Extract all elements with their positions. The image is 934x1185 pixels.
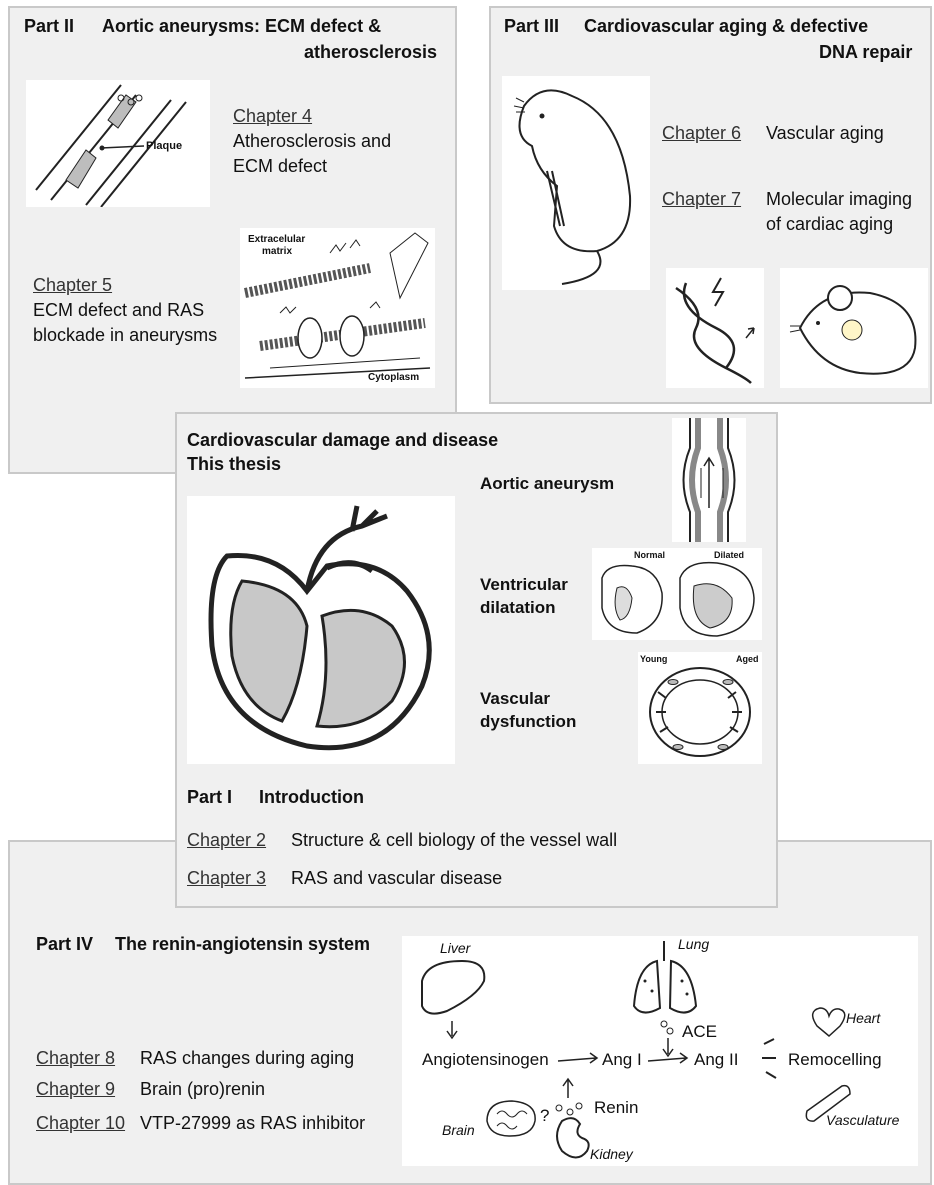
chapter10-link[interactable]: Chapter 10	[36, 1111, 125, 1135]
normal-dilated-hearts-drawing	[592, 548, 762, 640]
center-title-line2: This thesis	[187, 452, 281, 476]
ras-ang1-label: Ang I	[602, 1050, 642, 1070]
plaque-illustration: Plaque	[26, 80, 210, 207]
aged-mouse-drawing	[502, 76, 650, 290]
part1-heading-title: Introduction	[259, 785, 364, 809]
chapter7-title-line1: Molecular imaging	[766, 187, 912, 211]
chapter5-title-line1: ECM defect and RAS	[33, 298, 204, 322]
chapter7-title-line2: of cardiac aging	[766, 212, 893, 236]
part1-heading-part: Part I	[187, 785, 232, 809]
chapter8-title: RAS changes during aging	[140, 1046, 354, 1070]
normal-label: Normal	[634, 550, 665, 560]
ras-ace-label: ACE	[682, 1022, 717, 1042]
ecm-illustration: Extracelular matrix Cytoplasm	[240, 228, 435, 388]
chapter6-link[interactable]: Chapter 6	[662, 121, 741, 145]
part3-heading-part: Part III	[504, 14, 559, 38]
mouse-lightbulb-drawing	[780, 268, 928, 388]
chapter4-link[interactable]: Chapter 4	[233, 104, 312, 128]
vascular-label-line2: dysfunction	[480, 710, 576, 733]
ras-renin-label: Renin	[594, 1098, 638, 1118]
ecm-label-2: matrix	[262, 246, 292, 257]
heart-drawing	[187, 496, 455, 764]
aneurysm-drawing	[672, 418, 746, 542]
chapter3-link[interactable]: Chapter 3	[187, 866, 266, 890]
part2-heading-title-cont: atherosclerosis	[304, 40, 437, 64]
ventricular-illustration: Normal Dilated	[592, 548, 762, 640]
dna-illustration	[666, 268, 764, 388]
part2-heading-title: Aortic aneurysms: ECM defect &	[102, 14, 381, 38]
chapter9-link[interactable]: Chapter 9	[36, 1077, 115, 1101]
plaque-label: Plaque	[146, 140, 182, 152]
aneurysm-illustration	[672, 418, 746, 542]
ras-remodelling-label: Remocelling	[788, 1050, 882, 1070]
chapter7-link[interactable]: Chapter 7	[662, 187, 741, 211]
cytoplasm-label: Cytoplasm	[368, 372, 419, 383]
ventricular-label-line2: dilatation	[480, 596, 556, 619]
vascular-label-line1: Vascular	[480, 687, 550, 710]
ras-kidney-label: Kidney	[590, 1146, 633, 1162]
chapter2-title: Structure & cell biology of the vessel w…	[291, 828, 617, 852]
aortic-aneurysm-label: Aortic aneurysm	[480, 472, 614, 495]
mouse-illustration	[502, 76, 650, 290]
ras-ang2-label: Ang II	[694, 1050, 738, 1070]
ventricular-label-line1: Ventricular	[480, 573, 568, 596]
dilated-label: Dilated	[714, 550, 744, 560]
young-label: Young	[640, 654, 667, 664]
chapter5-title-line2: blockade in aneurysms	[33, 323, 217, 347]
ecm-label-1: Extracelular	[248, 234, 305, 245]
ras-vasculature-label: Vasculature	[826, 1112, 899, 1128]
ras-brain-label: Brain	[442, 1122, 475, 1138]
part3-heading-title: Cardiovascular aging & defective	[584, 14, 868, 38]
part4-heading-title: The renin-angiotensin system	[115, 932, 370, 956]
part3-heading-title-cont: DNA repair	[819, 40, 912, 64]
chapter10-title: VTP-27999 as RAS inhibitor	[140, 1111, 365, 1135]
part4-heading-part: Part IV	[36, 932, 93, 956]
ras-heart-label: Heart	[846, 1010, 880, 1026]
dna-helix-drawing	[666, 268, 764, 388]
chapter4-title-line1: Atherosclerosis and	[233, 129, 391, 153]
ras-lung-label: Lung	[678, 936, 709, 952]
center-title-line1: Cardiovascular damage and disease	[187, 428, 498, 452]
vascular-illustration: Young Aged	[638, 652, 762, 764]
ras-liver-label: Liver	[440, 940, 470, 956]
young-aged-vessel-drawing	[638, 652, 762, 764]
chapter9-title: Brain (pro)renin	[140, 1077, 265, 1101]
heart-illustration	[187, 496, 455, 764]
chapter5-link[interactable]: Chapter 5	[33, 273, 112, 297]
mouse-bulb-illustration	[780, 268, 928, 388]
ras-angiotensinogen-label: Angiotensinogen	[422, 1050, 549, 1070]
chapter4-title-line2: ECM defect	[233, 154, 327, 178]
part2-heading-part: Part II	[24, 14, 74, 38]
chapter3-title: RAS and vascular disease	[291, 866, 502, 890]
chapter6-title: Vascular aging	[766, 121, 884, 145]
chapter8-link[interactable]: Chapter 8	[36, 1046, 115, 1070]
artery-plaque-drawing	[26, 80, 210, 207]
aged-label: Aged	[736, 654, 759, 664]
ras-pathway-diagram: Liver Lung ACE Heart Angiotensinogen Ang…	[402, 936, 918, 1166]
ras-question-label: ?	[540, 1106, 549, 1126]
chapter2-link[interactable]: Chapter 2	[187, 828, 266, 852]
